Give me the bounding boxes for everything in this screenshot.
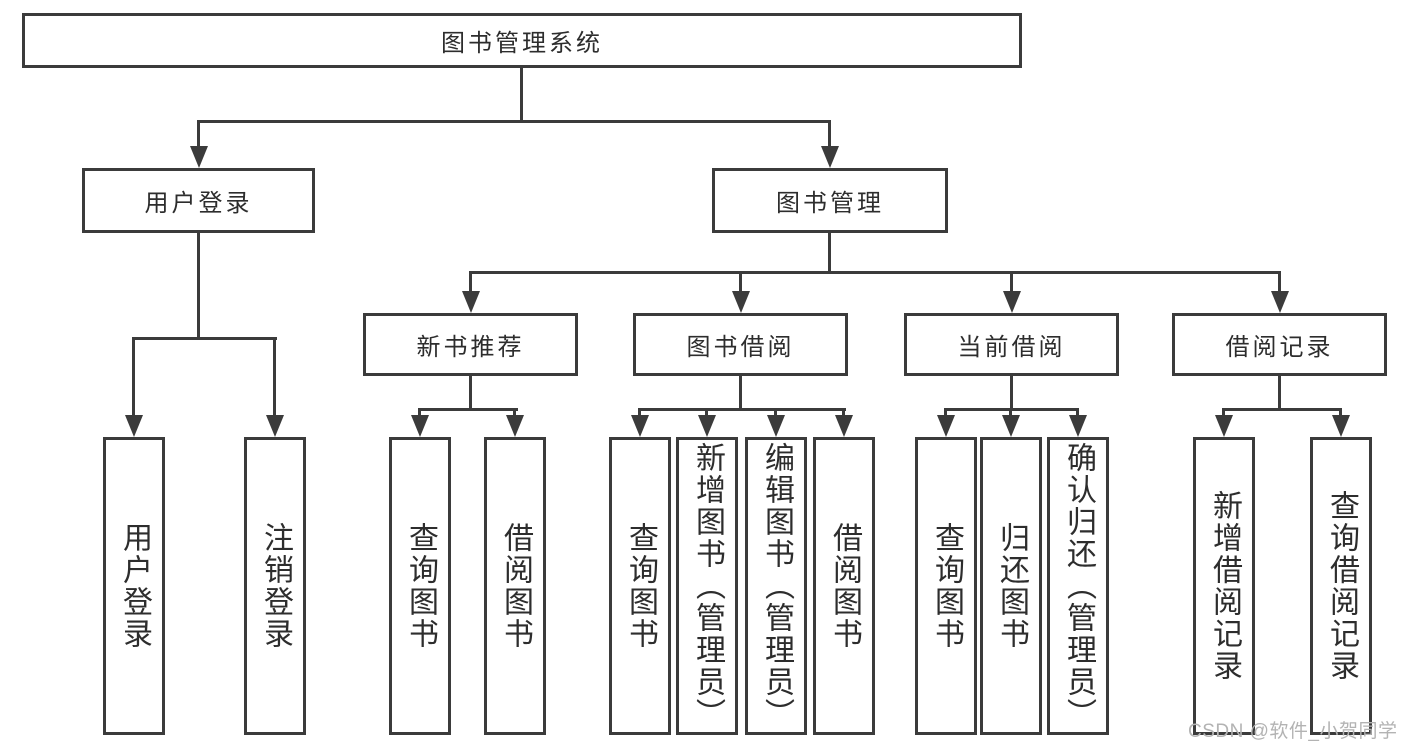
leaf-logout: 注销登录 [244,437,306,735]
leaf-add-borrow-record-label: 新增借阅记录 [1208,490,1241,682]
connector-to-leaf-logout [273,337,276,417]
node-book-management: 图书管理 [712,168,948,233]
connector-recommend-rail [418,408,518,411]
connector-user-login-drop [197,233,200,340]
leaf-query-books-borrow: 查询图书 [609,437,671,735]
node-book-management-label: 图书管理 [776,190,884,217]
node-user-login: 用户登录 [82,168,315,233]
connector-to-user-login [197,120,200,148]
leaf-confirm-return-admin-label: 确认归还（管理员） [1062,442,1095,730]
connector-level3-rail [469,271,1281,274]
connector-root-drop [520,68,523,122]
arrow-down-icon [835,415,853,437]
arrow-down-icon [266,415,284,437]
connector-leaf-drop [638,408,641,420]
arrow-down-icon [462,291,480,313]
connector-borrow-drop [739,376,742,411]
leaf-borrow-books-recommend-label: 借阅图书 [499,522,532,650]
node-book-borrow-label: 图书借阅 [686,334,795,361]
connector-leaf-drop [1076,408,1079,420]
connector-leaf-drop [705,408,708,420]
node-new-book-recommend-label: 新书推荐 [416,334,525,361]
node-library-system-label: 图书管理系统 [441,30,603,57]
leaf-query-books-current: 查询图书 [915,437,977,735]
connector-leaf-drop [774,408,777,420]
leaf-edit-books-admin-label: 编辑图书（管理员） [760,442,793,730]
connector-leaf-drop [944,408,947,420]
leaf-return-books-label: 归还图书 [995,522,1028,650]
leaf-add-books-admin: 新增图书（管理员） [676,437,738,735]
connector-leaf-drop [1339,408,1342,420]
leaf-borrow-books: 借阅图书 [813,437,875,735]
node-new-book-recommend: 新书推荐 [363,313,578,376]
arrow-down-icon [1271,291,1289,313]
arrow-down-icon [1215,415,1233,437]
leaf-user-login-label: 用户登录 [118,522,151,650]
node-user-login-label: 用户登录 [144,190,253,217]
connector-to-leaf-user-login [132,337,135,417]
connector-to-book-management [828,120,831,148]
arrow-down-icon [698,415,716,437]
arrow-down-icon [732,291,750,313]
leaf-query-books-current-label: 查询图书 [930,522,963,650]
connector-recommend-drop [469,376,472,411]
connector-to-book-borrow [739,271,742,295]
leaf-query-borrow-record-label: 查询借阅记录 [1325,490,1358,682]
node-current-borrow-label: 当前借阅 [957,334,1066,361]
leaf-add-borrow-record: 新增借阅记录 [1193,437,1255,735]
connector-leaf-drop [513,408,516,420]
arrow-down-icon [821,146,839,168]
leaf-query-borrow-record: 查询借阅记录 [1310,437,1372,735]
node-borrow-records: 借阅记录 [1172,313,1387,376]
connector-leaf-drop [842,408,845,420]
connector-user-login-rail [132,337,277,340]
node-book-borrow: 图书借阅 [633,313,848,376]
connector-borrow-rail [638,408,846,411]
arrow-down-icon [506,415,524,437]
arrow-down-icon [125,415,143,437]
connector-to-new-book-recommend [469,271,472,295]
connector-records-rail [1222,408,1342,411]
arrow-down-icon [1069,415,1087,437]
leaf-user-login: 用户登录 [103,437,165,735]
leaf-query-books-recommend-label: 查询图书 [404,522,437,650]
arrow-down-icon [1332,415,1350,437]
node-borrow-records-label: 借阅记录 [1225,334,1334,361]
connector-leaf-drop [1222,408,1225,420]
leaf-logout-label: 注销登录 [259,522,292,650]
leaf-query-books-borrow-label: 查询图书 [624,522,657,650]
arrow-down-icon [631,415,649,437]
leaf-confirm-return-admin: 确认归还（管理员） [1047,437,1109,735]
connector-leaf-drop [1009,408,1012,420]
leaf-borrow-books-label: 借阅图书 [828,522,861,650]
arrow-down-icon [1002,415,1020,437]
connector-to-borrow-records [1278,271,1281,295]
connector-current-drop [1010,376,1013,411]
arrow-down-icon [1003,291,1021,313]
connector-root-rail [197,120,831,123]
arrow-down-icon [411,415,429,437]
connector-leaf-drop [418,408,421,420]
leaf-add-books-admin-label: 新增图书（管理员） [691,442,724,730]
node-library-system: 图书管理系统 [22,13,1022,68]
leaf-return-books: 归还图书 [980,437,1042,735]
connector-records-drop [1278,376,1281,411]
arrow-down-icon [190,146,208,168]
connector-to-current-borrow [1010,271,1013,295]
arrow-down-icon [937,415,955,437]
connector-book-management-drop [828,233,831,274]
leaf-edit-books-admin: 编辑图书（管理员） [745,437,807,735]
node-current-borrow: 当前借阅 [904,313,1119,376]
leaf-query-books-recommend: 查询图书 [389,437,451,735]
leaf-borrow-books-recommend: 借阅图书 [484,437,546,735]
arrow-down-icon [767,415,785,437]
csdn-watermark: CSDN @软件_小贺同学 [1188,721,1398,742]
